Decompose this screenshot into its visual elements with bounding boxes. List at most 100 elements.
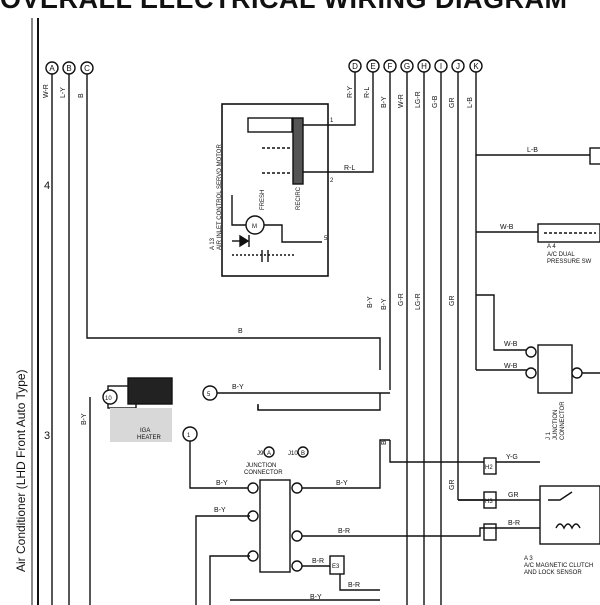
wire-b-jump xyxy=(257,393,381,411)
mid-label-b: B xyxy=(238,328,243,335)
wire-j9-e xyxy=(209,555,250,605)
dual-switch-name-2: PRESSURE SW xyxy=(547,259,592,265)
clutch-name-1: A/C MAGNETIC CLUTCH xyxy=(524,563,593,569)
mid-label-gr: GR xyxy=(449,296,456,307)
mid-label-w-b-1: W-B xyxy=(500,224,514,231)
page-title: OVERALL ELECTRICAL WIRING DIAGRAM xyxy=(0,0,600,14)
junction-j9 xyxy=(195,393,500,605)
junction-right-box xyxy=(537,344,573,394)
servo-pin-2: 2 xyxy=(330,178,334,184)
plug-h3-label: H3 xyxy=(485,499,493,505)
wire-j9-b-y xyxy=(302,439,390,489)
mid-label-lg-r: LG-R xyxy=(415,293,422,310)
wire-label-c: B xyxy=(78,93,85,98)
servo-motor-letter: M xyxy=(252,224,257,230)
junction-right-pin-2 xyxy=(525,367,537,379)
grid-number-4: 4 xyxy=(44,180,51,192)
mid-label-b-y-j9-d: B-Y xyxy=(214,507,226,514)
mid-label-l-b: L-B xyxy=(527,147,538,154)
mid-label-b-y-e: B-Y xyxy=(367,296,374,308)
j10-tag-b: B xyxy=(301,451,305,457)
clutch-code: A 3 xyxy=(524,556,533,562)
heater-name-1: IGA xyxy=(140,428,150,434)
j9-box xyxy=(259,479,291,573)
wire-heater-down xyxy=(189,441,250,489)
mid-label-b-right: B xyxy=(381,440,388,445)
wire-label-f: B-Y xyxy=(381,96,388,108)
j9-tag: J9 xyxy=(257,451,264,457)
wire-w-b-2 xyxy=(476,294,536,351)
junction-right xyxy=(475,155,600,394)
heater-name-2: HEATER xyxy=(137,435,162,441)
connector-label-g: G xyxy=(404,62,410,71)
plug-e3 xyxy=(329,555,345,575)
j9-name-2: CONNECTOR xyxy=(244,470,283,476)
j9-tag-a: A xyxy=(267,451,271,457)
junction-right-code: J 1 xyxy=(546,431,552,440)
grid-number-3: 3 xyxy=(44,430,51,442)
heater-pin-1-label: 1 xyxy=(187,433,191,439)
connector-label-k: K xyxy=(473,62,479,71)
connector-label-a: A xyxy=(49,64,55,73)
servo-frame xyxy=(221,103,329,277)
wire-label-j: GR xyxy=(449,98,456,109)
plug-h3 xyxy=(483,491,497,509)
motor-wire-left xyxy=(231,195,246,226)
mid-label-b-y-j9-f: B-Y xyxy=(336,480,348,487)
wire-e xyxy=(330,72,374,173)
mid-label-w-b-2: W-B xyxy=(504,341,518,348)
connector-label-j: J xyxy=(456,62,460,71)
j10-circle xyxy=(297,446,309,458)
plug-h3b xyxy=(483,523,497,541)
j10-tag: J10 xyxy=(288,451,298,457)
wire-y-g xyxy=(389,440,484,463)
servo-motor-box xyxy=(221,103,330,277)
connector-label-f: F xyxy=(388,62,393,71)
connector-label-e: E xyxy=(370,62,375,71)
plug-h2-label: H2 xyxy=(485,465,493,471)
wire-label-d: R-Y xyxy=(347,86,354,98)
mid-label-gr-clutch: GR xyxy=(508,492,519,499)
servo-pin-1: 1 xyxy=(330,118,334,124)
junction-right-name-1: JUNCTION xyxy=(553,410,559,440)
heater-pin-10 xyxy=(102,389,118,405)
wire-label-e: R-L xyxy=(364,87,371,98)
clutch-box xyxy=(539,485,600,545)
wire-label-g: W-R xyxy=(398,94,405,108)
heater-shade xyxy=(110,408,172,442)
motor-wire-right xyxy=(264,224,322,243)
connector-label-h: H xyxy=(421,62,427,71)
heater-pin-5-label: 5 xyxy=(207,392,211,398)
plugs-h xyxy=(389,440,540,541)
dual-switch-code: A 4 xyxy=(547,244,556,250)
mid-label-b-y-bottom: B-Y xyxy=(310,594,322,601)
servo-name: AIR INLET CONTROL SERVO MOTOR xyxy=(217,144,223,250)
left-connectors xyxy=(45,61,381,605)
heater-unit xyxy=(89,377,390,605)
plug-e3-label: E3 xyxy=(332,564,340,570)
connector-label-c: C xyxy=(84,64,90,73)
wire-bottom-b-r xyxy=(339,574,380,591)
wire-d xyxy=(328,72,356,126)
mid-label-gr-low: GR xyxy=(449,480,456,491)
plug-right-top xyxy=(589,147,600,165)
wire-label-a: W-R xyxy=(43,84,50,98)
heater-pin-10-label: 10 xyxy=(105,396,112,402)
wire-j9-b-r xyxy=(302,527,500,537)
wire-label-i: G-B xyxy=(432,95,439,108)
dual-switch-name-1: A/C DUAL xyxy=(547,252,575,258)
servo-fresh: FRESH xyxy=(260,190,266,210)
wire-j9-d xyxy=(195,515,250,605)
dual-pressure-switch xyxy=(476,223,600,243)
j9-pin-c1 xyxy=(247,482,259,494)
mid-label-b-r-e3: B-R xyxy=(312,558,324,565)
clutch-switch xyxy=(548,491,573,501)
mid-label-y-g: Y-G xyxy=(506,454,518,461)
junction-right-pin-1 xyxy=(525,346,537,358)
connector-label-i: I xyxy=(440,62,442,71)
mid-label-b-y-f: B-Y xyxy=(381,298,388,310)
mid-label-g-r: G-R xyxy=(398,293,405,306)
wire-c-route xyxy=(86,335,381,370)
